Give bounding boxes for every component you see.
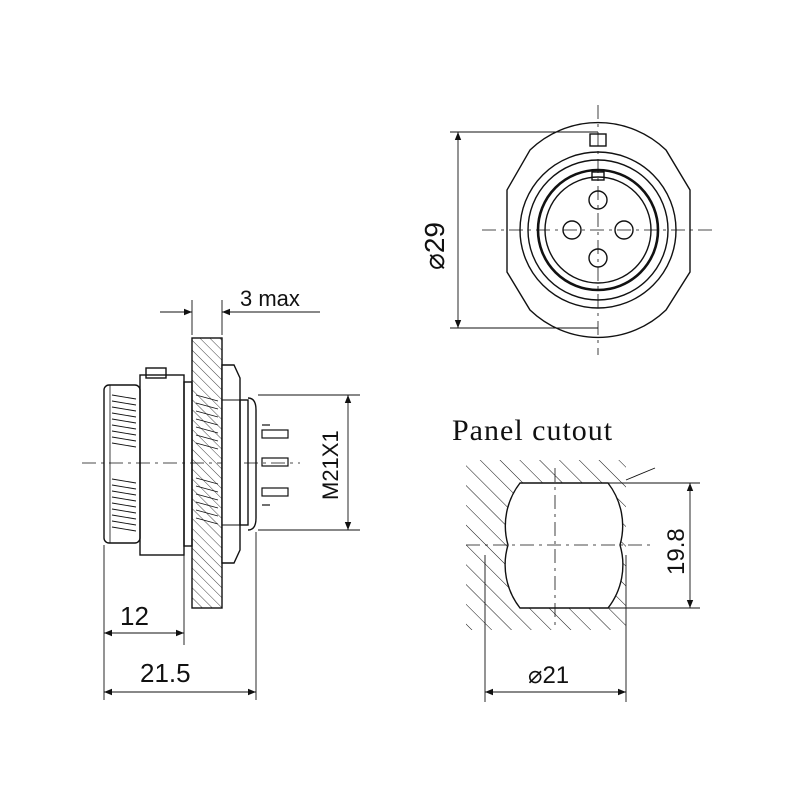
panel-cutout-title: Panel cutout: [452, 414, 613, 447]
flange-ring: [183, 381, 193, 547]
washer: [239, 399, 249, 526]
front-dimensions: [450, 131, 598, 329]
front-thread-sleeve: [103, 384, 141, 544]
insert-ring: [536, 168, 660, 292]
flange-diameter-label: ⌀29: [419, 222, 450, 270]
panel-thickness-label: 3 max: [240, 286, 300, 311]
side-view: [82, 337, 300, 609]
insert-face: [544, 176, 652, 284]
rear-thread: [195, 394, 219, 525]
panel-cutout-view: [466, 460, 656, 630]
cutout-shape: [504, 482, 624, 609]
cutout-dimensions: [484, 482, 700, 702]
pin-right: [614, 220, 634, 240]
pin-bottom: [588, 248, 608, 268]
thread-ring: [527, 159, 669, 301]
cutout-height-label: 19.8: [663, 528, 690, 575]
hex-nut: [221, 364, 241, 564]
mounting-panel: [191, 337, 223, 609]
pin-left: [562, 220, 582, 240]
solder-pins: [261, 424, 289, 506]
thread-size-label: M21X1: [318, 430, 343, 500]
key-tab: [145, 367, 167, 379]
side-dimensions: [103, 300, 360, 700]
connector-body: [139, 374, 185, 556]
front-key: [589, 133, 607, 147]
front-view: [482, 105, 715, 355]
overall-length-label: 21.5: [140, 658, 191, 688]
insert-key: [591, 171, 605, 181]
cutout-diameter-label: ⌀21: [528, 662, 569, 689]
front-depth-label: 12: [120, 601, 149, 631]
outer-sleeve-ring: [519, 151, 677, 309]
pin-top: [588, 190, 608, 210]
rear-cap: [247, 397, 257, 531]
